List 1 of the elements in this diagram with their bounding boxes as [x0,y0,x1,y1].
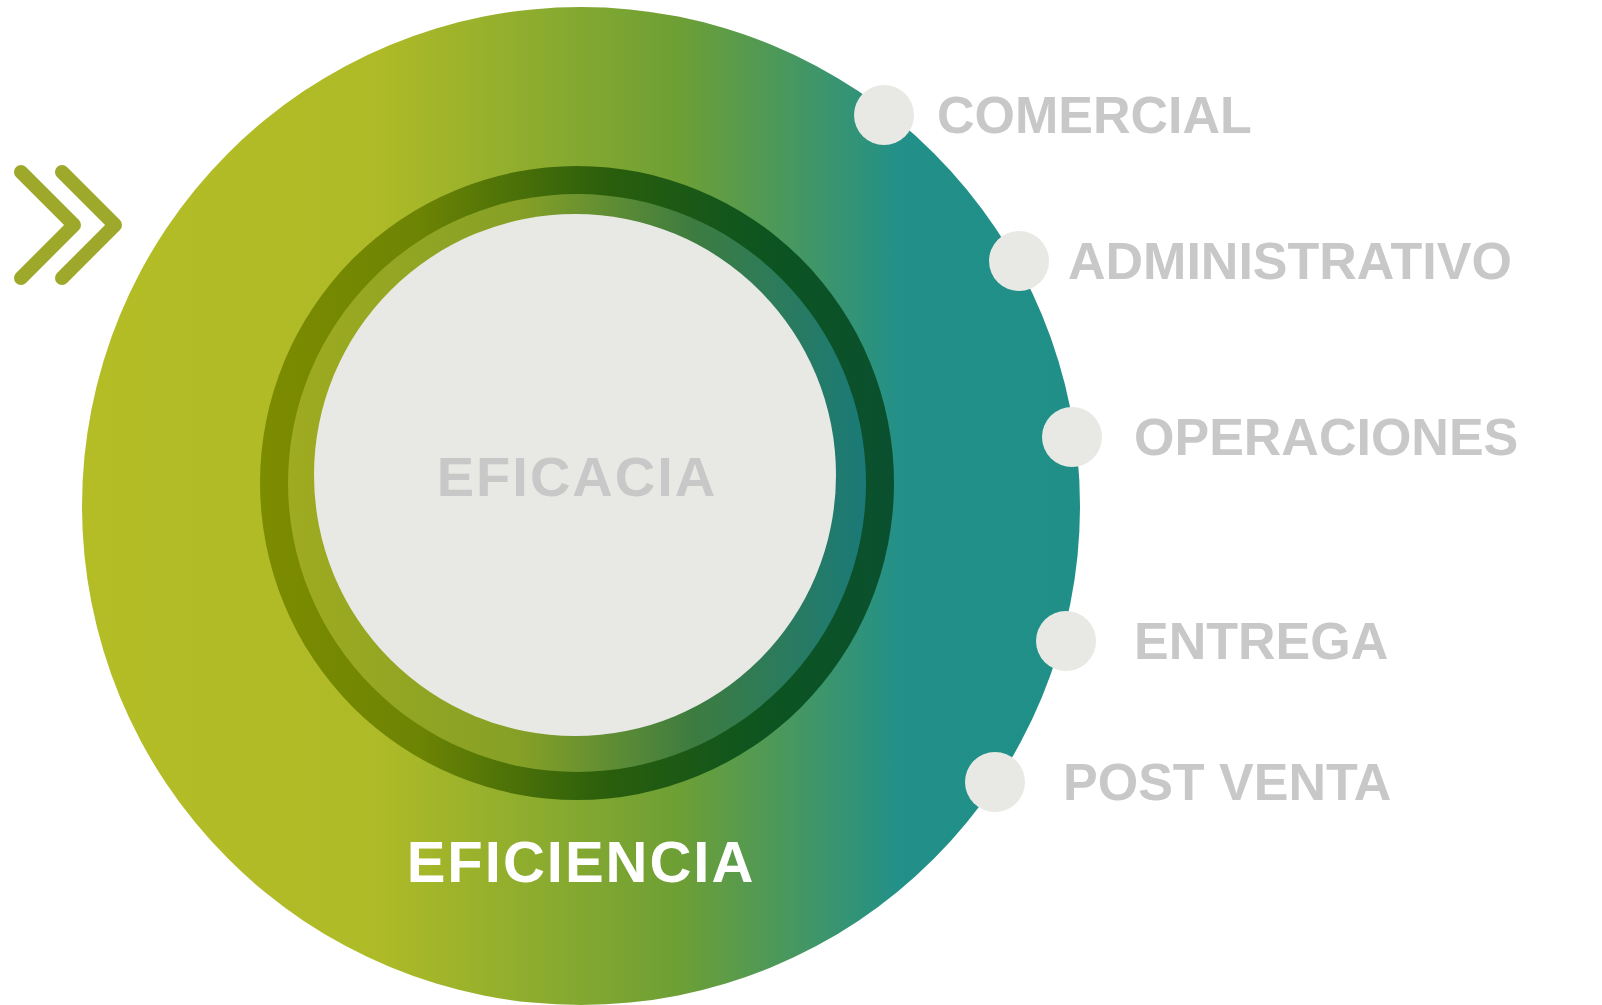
outer-circle-label: EFICIENCIA [405,833,757,891]
